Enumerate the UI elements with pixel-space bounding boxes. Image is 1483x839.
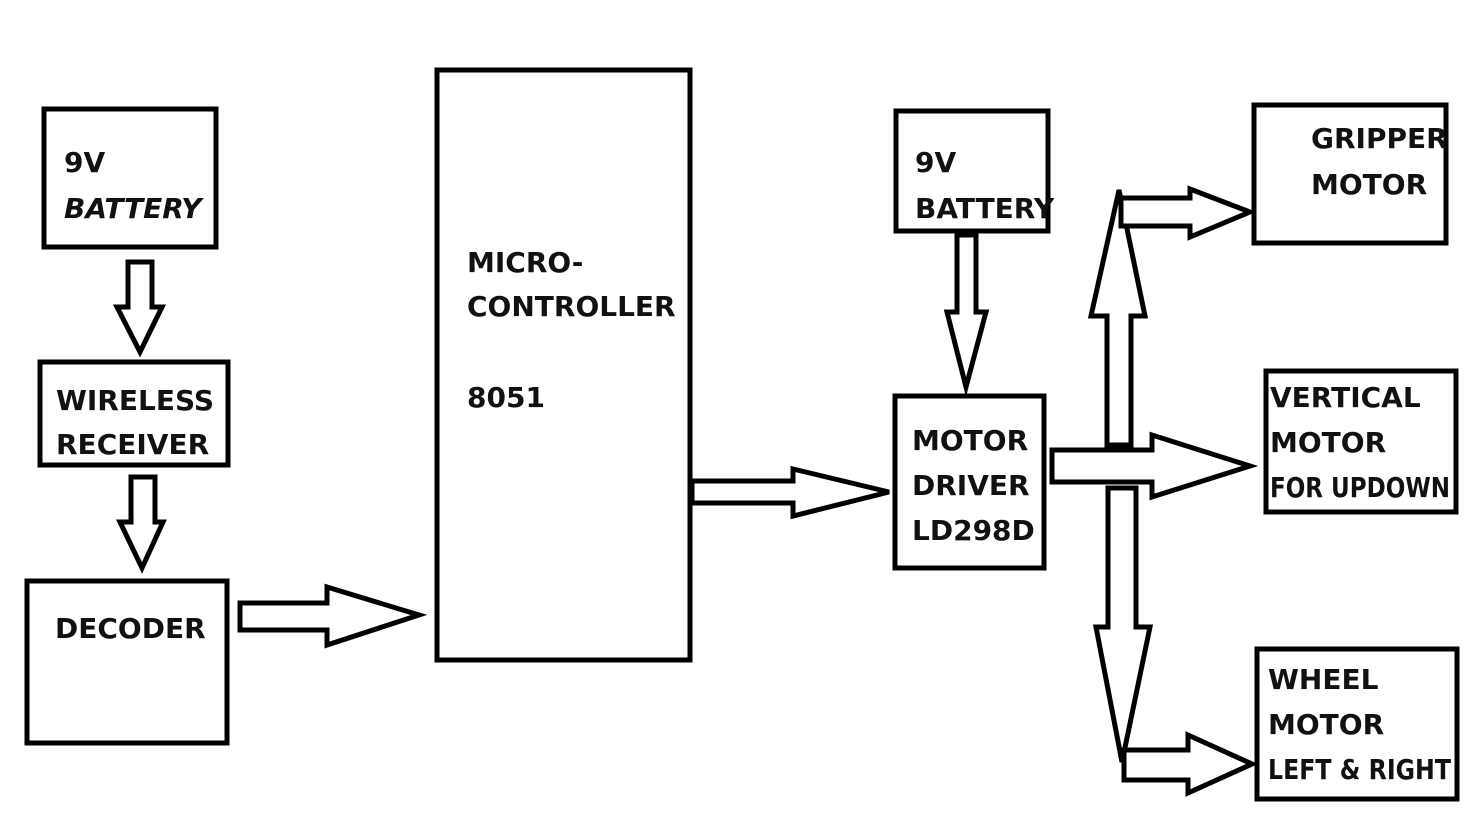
battery-left-voltage: 9V xyxy=(64,146,105,179)
gripper-motor-line2: MOTOR xyxy=(1311,168,1427,201)
wheel-motor-block: WHEEL MOTOR LEFT & RIGHT xyxy=(1254,646,1460,802)
arrow-battery-to-driver xyxy=(943,232,990,397)
microcontroller-line2: CONTROLLER xyxy=(467,290,676,323)
wireless-receiver-box xyxy=(37,359,231,468)
vertical-motor-box xyxy=(1263,368,1459,515)
battery-left-block: 9V BATTERY xyxy=(41,106,219,250)
arrow-decoder-to-microcontroller xyxy=(237,583,428,649)
vertical-motor-line1: VERTICAL xyxy=(1270,381,1421,414)
wireless-receiver-line1: WIRELESS xyxy=(56,384,214,417)
motor-driver-model: LD298D xyxy=(912,514,1035,547)
gripper-motor-line1: GRIPPER xyxy=(1311,122,1448,155)
wheel-motor-line1: WHEEL xyxy=(1268,663,1379,696)
vertical-motor-line2: MOTOR xyxy=(1270,426,1386,459)
battery-right-voltage: 9V xyxy=(915,146,956,179)
motor-driver-box xyxy=(892,393,1047,571)
arrow-to-wheel-motor xyxy=(1121,731,1259,797)
battery-right-label: BATTERY xyxy=(915,192,1055,225)
vertical-motor-block: VERTICAL MOTOR FOR UPDOWN xyxy=(1263,368,1459,515)
motor-driver-line2: DRIVER xyxy=(912,469,1030,502)
decoder-box xyxy=(24,578,230,746)
arrow-microcontroller-to-driver xyxy=(689,465,890,520)
microcontroller-box xyxy=(434,67,693,663)
motor-driver-block: MOTOR DRIVER LD298D xyxy=(892,393,1047,571)
battery-left-label: BATTERY xyxy=(64,192,204,225)
wireless-receiver-line2: RECEIVER xyxy=(56,428,209,461)
motor-driver-line1: MOTOR xyxy=(912,424,1028,457)
arrow-driver-to-vertical-motor xyxy=(1049,431,1259,501)
battery-right-block: 9V BATTERY xyxy=(893,108,1055,234)
microcontroller-model: 8051 xyxy=(467,381,545,414)
arrow-shaft-up xyxy=(1087,189,1149,448)
battery-left-box xyxy=(41,106,219,250)
arrow-receiver-to-decoder xyxy=(116,474,167,574)
arrow-battery-to-receiver xyxy=(112,259,167,358)
arrow-shaft-down xyxy=(1092,485,1154,763)
battery-right-box xyxy=(893,108,1051,234)
wheel-motor-box xyxy=(1254,646,1460,802)
decoder-label: DECODER xyxy=(55,612,206,645)
gripper-motor-block: GRIPPER MOTOR xyxy=(1251,102,1449,246)
arrow-to-gripper-motor xyxy=(1118,185,1257,241)
decoder-block: DECODER xyxy=(24,578,230,746)
vertical-motor-line3: FOR UPDOWN xyxy=(1270,471,1450,504)
microcontroller-block: MICRO- CONTROLLER 8051 xyxy=(434,67,693,663)
wheel-motor-line3: LEFT & RIGHT xyxy=(1268,753,1451,786)
microcontroller-line1: MICRO- xyxy=(467,246,583,279)
gripper-motor-box xyxy=(1251,102,1449,246)
wheel-motor-line2: MOTOR xyxy=(1268,708,1384,741)
wireless-receiver-block: WIRELESS RECEIVER xyxy=(37,359,231,468)
